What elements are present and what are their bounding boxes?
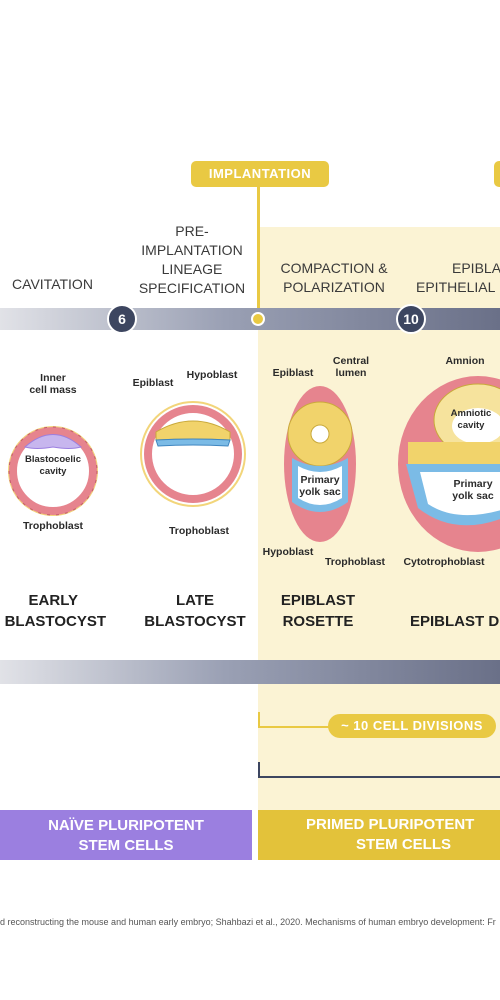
epiblast-rosette-illustration: [284, 386, 356, 542]
stage-epiblast-line-2: EPITHELIAL: [416, 279, 496, 295]
name-epiblast-disc: EPIBLAST D: [410, 613, 500, 630]
label-cytotrophoblast: Cytotrophoblast: [403, 556, 485, 568]
label-primary-yolk-sac-line-2: yolk sac: [299, 486, 341, 498]
day-10-badge: 10: [396, 304, 426, 334]
primed-pluripotent-banner: PRIMED PLURIPOTENT STEM CELLS: [258, 810, 500, 860]
stage-compaction-line-2: POLARIZATION: [283, 279, 385, 295]
name-early-blastocyst-line-1: EARLY: [28, 592, 78, 609]
stage-epiblast-epithelial: EPIBLA EPITHELIAL: [416, 259, 500, 297]
citation-text: d reconstructing the mouse and human ear…: [0, 917, 496, 927]
label-primary-yolk-sac-disc-line-1: Primary: [453, 478, 493, 490]
naive-pluripotent-banner: NAÏVE PLURIPOTENT STEM CELLS: [0, 810, 252, 860]
stage-pre-implantation-line-4: SPECIFICATION: [138, 280, 246, 296]
implantation-label: IMPLANTATION: [191, 161, 329, 187]
label-central-lumen-line-2: lumen: [335, 367, 367, 379]
label-blastocoelic-line-1: Blastocoelic: [25, 454, 81, 465]
label-hypoblast-rosette: Hypoblast: [262, 546, 314, 558]
primed-banner-line-1: PRIMED PLURIPOTENT: [306, 816, 475, 833]
name-early-blastocyst-line-2: BLASTOCYST: [4, 613, 106, 630]
stage-cavitation: CAVITATION: [12, 276, 93, 292]
bracket-navy: [258, 762, 500, 778]
name-late-blastocyst-line-1: LATE: [175, 592, 215, 609]
label-blastocoelic-line-2: cavity: [39, 466, 67, 477]
stage-compaction-line-1: COMPACTION &: [280, 260, 388, 276]
naive-banner-line-1: NAÏVE PLURIPOTENT: [48, 817, 204, 834]
stage-pre-implantation-line-2: IMPLANTATION: [141, 242, 243, 258]
name-epiblast-rosette-line-1: EPIBLAST: [280, 592, 356, 609]
label-inner-cell-mass-line-1: Inner: [40, 372, 66, 384]
stage-pre-implantation: PRE- IMPLANTATION LINEAGE SPECIFICATION: [132, 222, 252, 298]
label-hypoblast-late: Hypoblast: [186, 369, 238, 381]
primed-banner-line-2: STEM CELLS: [356, 836, 452, 853]
development-bar: [0, 660, 500, 684]
label-central-lumen-line-1: Central: [332, 355, 370, 367]
label-amniotic-cavity: Amniotic cavity: [446, 408, 496, 432]
cell-divisions-bracket-left: [258, 712, 330, 728]
epiblast-disc-illustration: [398, 376, 500, 552]
cell-divisions-label: ~ 10 CELL DIVISIONS: [328, 714, 496, 738]
early-blastocyst-illustration: [8, 426, 98, 516]
label-trophoblast-late: Trophoblast: [168, 525, 230, 537]
label-primary-yolk-sac-disc: Primary yolk sac: [446, 478, 500, 502]
label-inner-cell-mass: Inner cell mass: [20, 372, 86, 396]
label-inner-cell-mass-line-2: cell mass: [29, 384, 77, 396]
label-primary-yolk-sac-rosette: Primary yolk sac: [292, 474, 348, 498]
label-central-lumen: Central lumen: [326, 355, 376, 379]
label-primary-yolk-sac-disc-line-2: yolk sac: [452, 490, 494, 502]
name-epiblast-rosette-line-2: ROSETTE: [282, 613, 354, 630]
label-trophoblast-rosette: Trophoblast: [324, 556, 386, 568]
naive-banner-line-2: STEM CELLS: [78, 837, 174, 854]
late-blastocyst-illustration: [140, 401, 246, 507]
label-epiblast-rosette: Epiblast: [272, 367, 314, 379]
implantation-connector: [257, 187, 260, 318]
label-amniotic-line-1: Amniotic: [450, 408, 492, 419]
stage-epiblast-line-1: EPIBLA: [452, 260, 500, 276]
label-amnion: Amnion: [445, 355, 485, 367]
name-late-blastocyst-line-2: BLASTOCYST: [144, 613, 246, 630]
stage-pre-implantation-line-3: LINEAGE: [161, 261, 223, 277]
label-blastocoelic-cavity: Blastocoelic cavity: [20, 454, 86, 478]
stage-pre-implantation-line-1: PRE-: [175, 223, 209, 239]
day-6-badge: 6: [107, 304, 137, 334]
label-trophoblast-early: Trophoblast: [22, 520, 84, 532]
implantation-marker: [251, 312, 265, 326]
name-early-blastocyst: EARLY BLASTOCYST: [0, 590, 106, 632]
label-amniotic-line-2: cavity: [457, 420, 485, 431]
next-event-pill-edge: [494, 161, 500, 187]
label-primary-yolk-sac-line-1: Primary: [300, 474, 340, 486]
name-epiblast-rosette: EPIBLAST ROSETTE: [268, 590, 368, 632]
name-late-blastocyst: LATE BLASTOCYST: [140, 590, 250, 632]
stage-compaction-polarization: COMPACTION & POLARIZATION: [268, 259, 400, 297]
label-epiblast-late: Epiblast: [132, 377, 174, 389]
